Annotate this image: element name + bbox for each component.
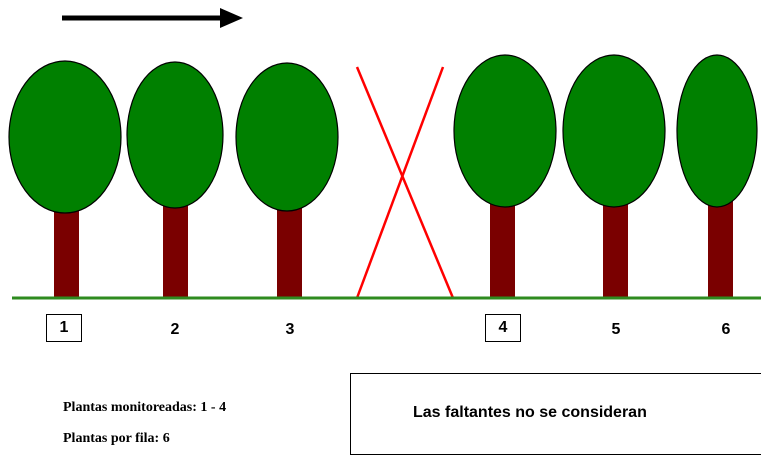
tree-1 xyxy=(8,60,122,299)
tree-foliage xyxy=(126,61,224,209)
tree-trunk xyxy=(490,200,515,299)
tree-2 xyxy=(126,61,224,299)
plant-label-1: 1 xyxy=(46,314,82,342)
callout-box: Las faltantes no se consideran xyxy=(350,373,761,455)
callout-text: Las faltantes no se consideran xyxy=(413,404,647,421)
tree-5 xyxy=(562,54,666,299)
arrow-right-icon xyxy=(62,8,243,28)
tree-foliage xyxy=(235,62,339,212)
plant-label-3: 3 xyxy=(285,321,295,338)
plant-label-5: 5 xyxy=(611,321,621,338)
tree-trunk xyxy=(708,200,733,299)
tree-trunk xyxy=(163,200,188,299)
plants-per-row-note: Plantas por fila: 6 xyxy=(63,431,170,446)
x-cross-icon xyxy=(355,66,455,299)
plant-label-4: 4 xyxy=(485,314,521,342)
tree-trunk xyxy=(603,200,628,299)
tree-4 xyxy=(453,54,557,299)
tree-trunk xyxy=(54,200,79,299)
plant-label-6: 6 xyxy=(721,321,731,338)
tree-foliage xyxy=(8,60,122,214)
plant-label-2: 2 xyxy=(170,321,180,338)
tree-3 xyxy=(235,62,339,299)
tree-foliage xyxy=(453,54,557,208)
tree-foliage xyxy=(562,54,666,208)
monitored-plants-note: Plantas monitoreadas: 1 - 4 xyxy=(63,400,227,415)
tree-foliage xyxy=(676,54,758,208)
tree-6 xyxy=(676,54,758,299)
tree-trunk xyxy=(277,200,302,299)
